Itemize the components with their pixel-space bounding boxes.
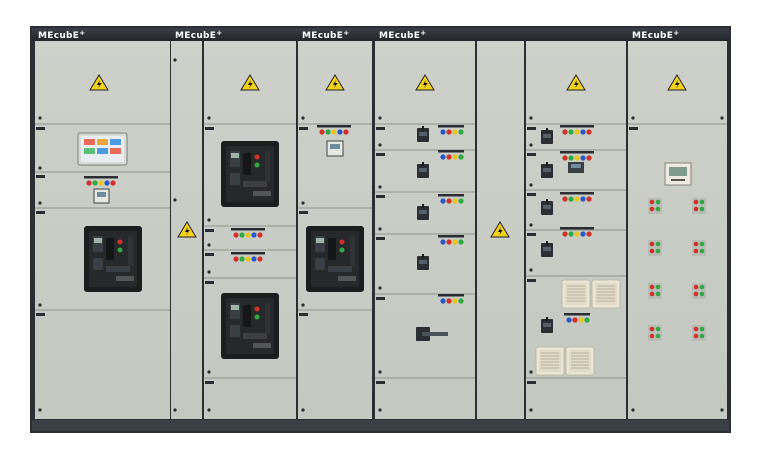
compartment-dividers bbox=[35, 123, 727, 379]
top-strip bbox=[32, 28, 729, 41]
plinth bbox=[32, 420, 729, 431]
indicator-lamp-icon bbox=[231, 228, 265, 238]
ventilation-grille-icon bbox=[591, 279, 621, 309]
feeder-column-1 bbox=[416, 125, 464, 341]
feeder-column-2 bbox=[535, 125, 621, 376]
ventilation-grille-icon bbox=[565, 346, 595, 376]
brand-label-5: MEcubE+ bbox=[632, 29, 679, 41]
brand-label-1: MEcubE+ bbox=[38, 29, 85, 41]
brand-label-4: MEcubE+ bbox=[379, 29, 426, 41]
indicator-lamp-icon bbox=[231, 252, 265, 262]
rotary-switch-icon bbox=[416, 327, 448, 341]
power-meter-icon bbox=[93, 188, 110, 204]
power-meter-icon bbox=[326, 140, 344, 157]
brand-label-3: MEcubE+ bbox=[302, 29, 349, 41]
circuit-breaker-icon bbox=[221, 293, 279, 359]
power-meter-icon bbox=[664, 162, 692, 186]
brand-label-2: MEcubE+ bbox=[175, 29, 222, 41]
circuit-breaker-icon bbox=[221, 141, 279, 207]
indicator-lamp-icon bbox=[317, 125, 351, 135]
ventilation-grille-icon bbox=[535, 346, 565, 376]
indicator-lamp-icon bbox=[84, 176, 118, 186]
brand-labels: MEcubE+ MEcubE+ MEcubE+ MEcubE+ MEcubE+ bbox=[38, 29, 679, 41]
hmi-touchscreen-icon bbox=[77, 132, 128, 166]
circuit-breaker-icon bbox=[84, 226, 142, 292]
circuit-breaker-icon bbox=[306, 226, 364, 292]
ventilation-grille-icon bbox=[561, 279, 591, 309]
